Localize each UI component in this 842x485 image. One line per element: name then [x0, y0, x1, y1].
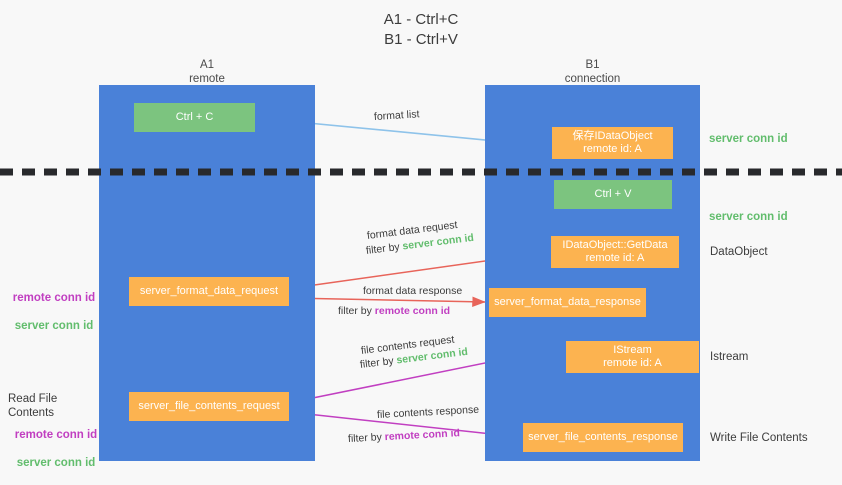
filter-value-remote-conn-id: remote conn id — [374, 305, 451, 317]
annotation-conn-ids-upper: remote conn id server conn id — [12, 277, 96, 347]
node-ctrl-c[interactable]: Ctrl + C — [134, 103, 255, 132]
page-title: A1 - Ctrl+C B1 - Ctrl+V — [383, 11, 459, 48]
node-istream[interactable]: IStream remote id: A — [566, 341, 699, 373]
arrow-file-contents-response — [288, 411, 520, 441]
annotation-conn-ids-lower: remote conn id server conn id — [12, 414, 100, 484]
node-idataobject-getdata[interactable]: IDataObject::GetData remote id: A — [551, 236, 679, 268]
node-save-idataobject[interactable]: 保存IDataObject remote id: A — [552, 127, 673, 159]
label-format-data-response-filter: filter by remote conn id — [338, 304, 450, 318]
node-server-format-data-response[interactable]: server_format_data_response — [489, 288, 646, 317]
label-format-data-response: format data response — [363, 285, 463, 297]
node-ctrl-v[interactable]: Ctrl + V — [554, 180, 672, 209]
annotation-dataobject: DataObject — [710, 246, 768, 258]
annotation-remote-conn-id: remote conn id — [12, 292, 96, 304]
annotation-istream: Istream — [710, 351, 749, 363]
annotation-read-file-contents: Read File Contents — [8, 393, 58, 419]
annotation-server-conn-id: server conn id — [14, 320, 94, 332]
arrow-format-data-response — [288, 296, 486, 307]
annotation-server-conn-id-mid: server conn id — [709, 211, 788, 223]
annotation-server-conn-id-top: server conn id — [709, 133, 788, 145]
annotation-remote-conn-id: remote conn id — [14, 429, 98, 441]
annotation-server-conn-id: server conn id — [16, 457, 96, 469]
node-server-format-data-request[interactable]: server_format_data_request — [129, 277, 289, 306]
node-server-file-contents-response[interactable]: server_file_contents_response — [523, 423, 683, 452]
filter-prefix: filter by — [338, 305, 375, 317]
column-header-b1: B1 connection — [564, 59, 621, 85]
annotation-write-file-contents: Write File Contents — [710, 432, 808, 444]
node-server-file-contents-request[interactable]: server_file_contents_request — [129, 392, 289, 421]
column-header-a1: A1 remote — [189, 59, 225, 85]
